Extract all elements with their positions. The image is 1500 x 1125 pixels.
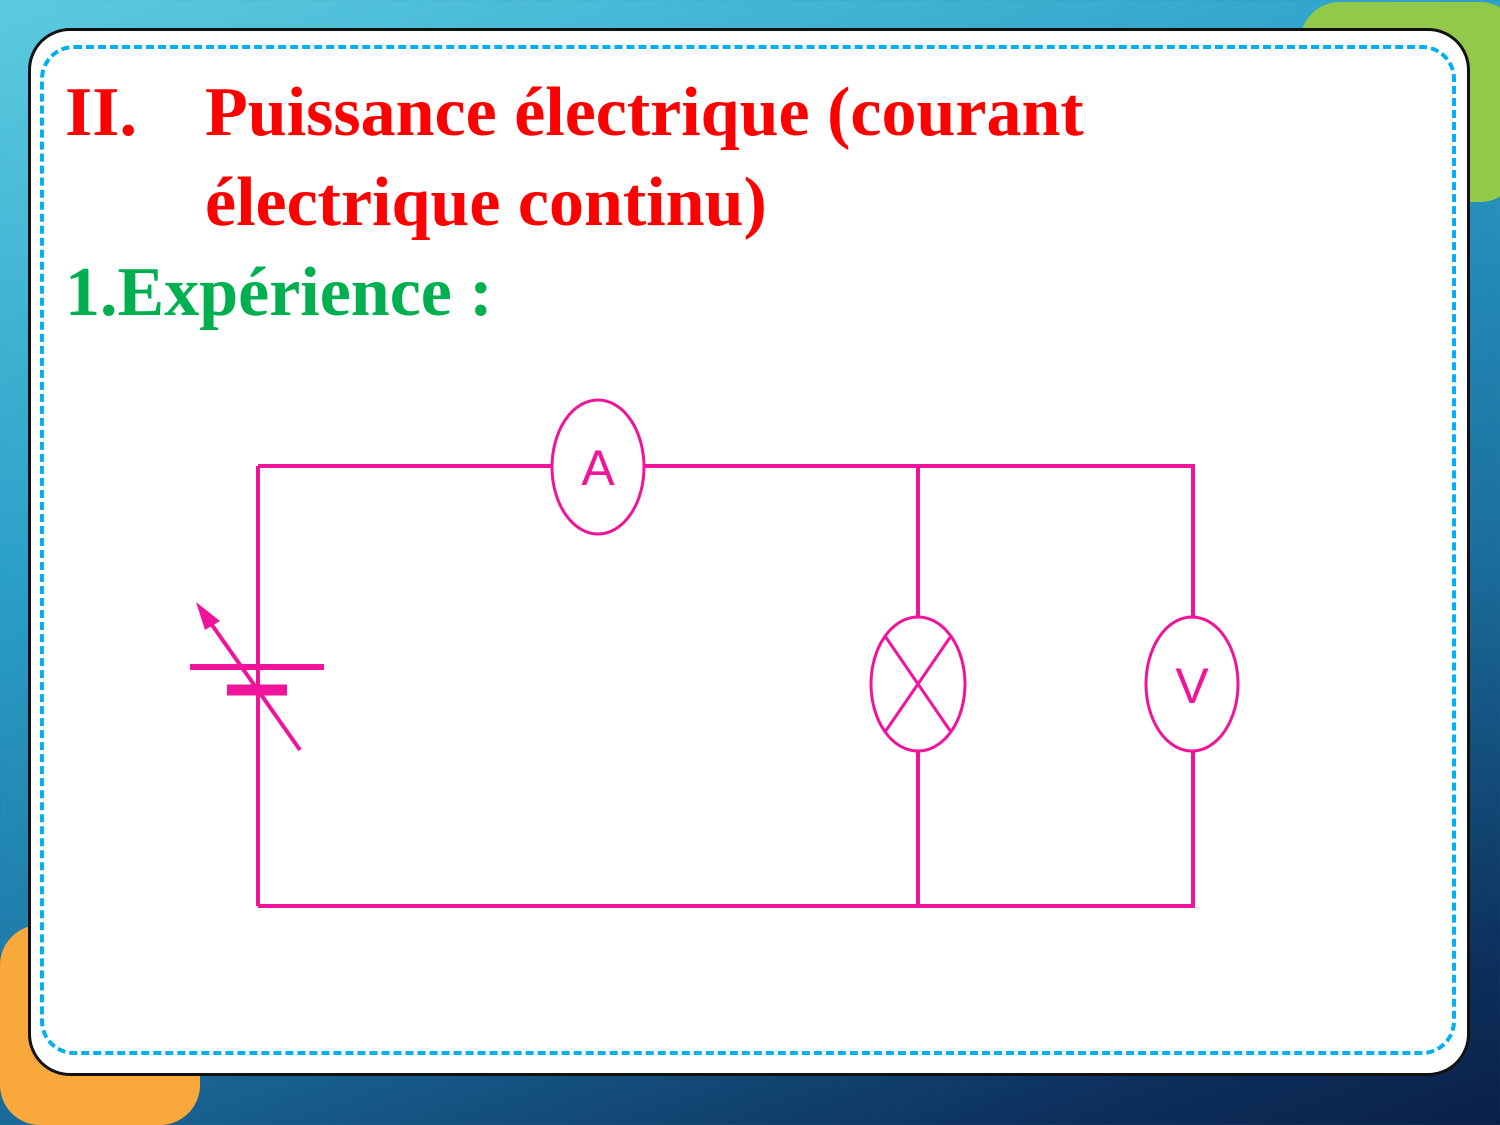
dashed-border (40, 45, 1456, 1055)
wire-bottom (258, 752, 1195, 908)
variable-arrow (203, 613, 302, 752)
slide-card (28, 28, 1470, 1076)
ammeter (550, 398, 646, 536)
voltmeter (1144, 615, 1240, 753)
voltmeter-label: V (1175, 658, 1209, 714)
ammeter-label: A (581, 440, 615, 496)
heading-number: II. (65, 74, 137, 151)
arrow-head-icon (196, 602, 220, 630)
heading-line-2: électrique continu) (205, 164, 767, 241)
wire-top-right (644, 464, 1195, 616)
subheading: 1.Expérience : (65, 254, 493, 331)
heading-line-1: Puissance électrique (courant (205, 74, 1084, 151)
